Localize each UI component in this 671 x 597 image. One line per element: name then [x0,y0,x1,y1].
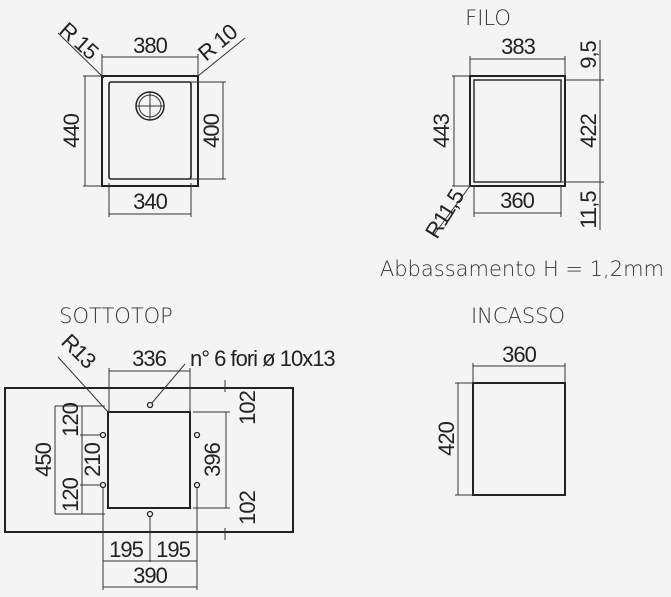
sottotop-view: SOTTOTOP 336 n° 6 fori ø 10x13 R13 450 1… [4,304,336,590]
cutout [107,411,191,509]
filo-height: 443 [429,113,454,147]
radius-left: R 15 [55,17,104,65]
sottotop-radius: R13 [56,329,101,374]
sink-bowl [108,81,192,180]
dim-inner-height: 400 [199,113,224,147]
cut-width: 336 [132,346,166,371]
dim-450: 450 [31,442,56,476]
filo-title: FILO [465,6,511,30]
filo-radius: R11,5 [420,185,469,243]
dim-bottom-total: 390 [133,563,167,588]
sink-outer [101,75,199,187]
radius-right: R 10 [193,19,242,66]
filo-view: FILO 383 443 422 9,5 11,5 360 R11,5 Abba… [380,6,664,281]
sink-top-view: 380 440 400 340 R 15 R 10 [55,17,246,217]
drain-icon [135,91,165,121]
dim-left-bottom: 120 [58,477,83,511]
sottotop-title: SOTTOTOP [59,304,173,328]
filo-outer [469,75,566,187]
incasso-width: 360 [502,342,536,367]
countertop [4,387,294,533]
filo-note: Abbassamento H = 1,2mm [380,257,664,281]
incasso-title: INCASSO [471,304,565,328]
dim-left-mid: 210 [80,442,105,476]
filo-top-offset: 9,5 [576,40,601,68]
dim-bottom-right: 195 [156,537,190,562]
dim-left-top: 120 [58,402,83,436]
filo-inner [473,79,562,183]
dim-height: 440 [59,113,84,147]
filo-bottom-offset: 11,5 [576,191,601,229]
incasso-height: 420 [434,421,459,455]
hole-icons [99,401,201,518]
dim-bottom-width: 340 [133,189,167,214]
filo-width: 383 [501,34,535,59]
dim-right-top: 102 [235,390,260,424]
dim-bottom-left: 195 [109,537,143,562]
dim-width: 380 [133,33,167,58]
dim-right-mid: 396 [200,442,225,476]
incasso-cutout [472,382,566,496]
filo-bottom-width: 360 [500,188,534,213]
dim-right-bottom: 102 [235,490,260,524]
incasso-view: INCASSO 360 420 [434,304,566,496]
filo-inner-height: 422 [576,113,601,147]
holes-note: n° 6 fori ø 10x13 [190,346,335,371]
